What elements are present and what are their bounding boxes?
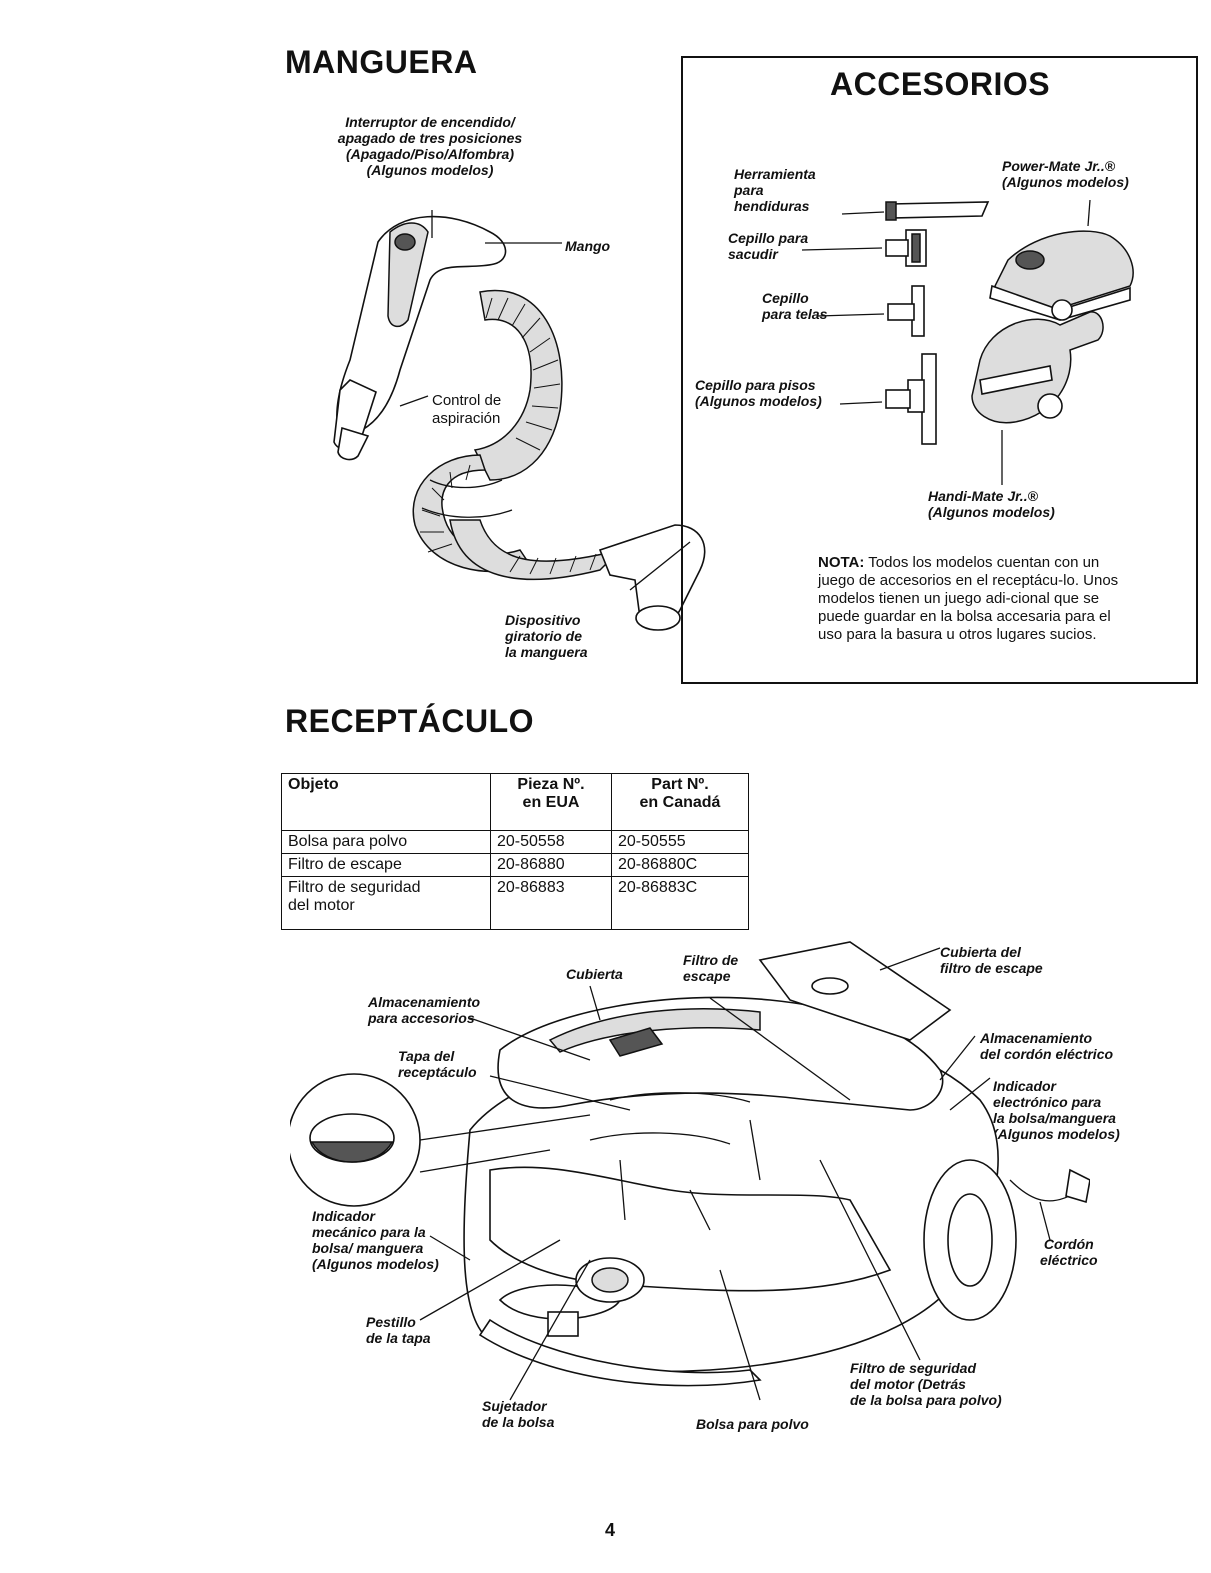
suction-control-label: Control de aspiración (432, 392, 502, 427)
handle-label: Mango (565, 238, 611, 254)
upholstery-brush-label: Cepillo para telas (762, 290, 828, 322)
table-cell: 20-86880C (611, 853, 749, 877)
filtro-motor-label: Filtro de seguridad del motor (Detrás de… (850, 1360, 1002, 1408)
handimate-label: Handi-Mate Jr..® (Algunos modelos) (928, 488, 1055, 520)
receptaculo-title: RECEPTÁCULO (285, 703, 535, 739)
manguera-title: MANGUERA (285, 44, 478, 80)
sujetador-label: Sujetador de la bolsa (482, 1398, 555, 1430)
table-cell: 20-86880 (490, 853, 612, 877)
nota-body: Todos los modelos cuentan con un juego d… (818, 554, 1119, 643)
header-objeto: Objeto (281, 773, 491, 831)
accesorios-title: ACCESORIOS (830, 66, 1051, 102)
indicador-mecanico-label: Indicador mecánico para la bolsa/ mangue… (312, 1208, 439, 1272)
tapa-label: Tapa del receptáculo (398, 1048, 477, 1080)
table-cell: Bolsa para polvo (281, 830, 491, 854)
table-cell: Filtro de escape (281, 853, 491, 877)
almac-accesorios-label: Almacenamiento para accesorios (368, 994, 481, 1026)
table-cell: 20-50558 (490, 830, 612, 854)
header-part-canada: Part Nº. en Canadá (611, 773, 749, 831)
table-row: Bolsa para polvo 20-50558 20-50555 (281, 830, 749, 854)
crevice-tool-label: Herramienta para hendiduras (734, 166, 816, 214)
dusting-brush-label: Cepillo para sacudir (728, 230, 809, 262)
page-number: 4 (604, 1520, 615, 1540)
table-cell: 20-86883 (490, 876, 612, 930)
cubierta-label: Cubierta (566, 966, 623, 982)
header-pieza-eua: Pieza Nº. en EUA (490, 773, 612, 831)
parts-table: Objeto Pieza Nº. en EUA Part Nº. en Cana… (281, 773, 749, 930)
parts-table-header: Objeto Pieza Nº. en EUA Part Nº. en Cana… (281, 773, 749, 831)
table-cell: 20-86883C (611, 876, 749, 930)
switch-label: Interruptor de encendido/ apagado de tre… (337, 114, 523, 178)
swivel-label: Dispositivo giratorio de la manguera (505, 612, 588, 660)
nota-prefix: NOTA: (818, 554, 865, 571)
nota-text: NOTA: Todos los modelos cuentan con un j… (818, 536, 1136, 644)
cubierta-filtro-label: Cubierta del filtro de escape (940, 944, 1043, 976)
floor-brush-label: Cepillo para pisos (Algunos modelos) (695, 377, 822, 409)
bolsa-label: Bolsa para polvo (696, 1416, 809, 1432)
accesorios-panel (681, 56, 1198, 684)
hose-illustration (333, 210, 706, 631)
table-row: Filtro de escape 20-86880 20-86880C (281, 853, 749, 877)
table-cell: Filtro de seguridad del motor (281, 876, 491, 930)
powermate-label: Power-Mate Jr..® (Algunos modelos) (1002, 158, 1129, 190)
accessories-illustration (801, 199, 1134, 485)
table-row: Filtro de seguridad del motor 20-86883 2… (281, 876, 749, 930)
almac-cordon-label: Almacenamiento del cordón eléctrico (980, 1030, 1114, 1062)
table-cell: 20-50555 (611, 830, 749, 854)
indicador-electronico-label: Indicador electrónico para la bolsa/mang… (993, 1078, 1120, 1142)
filtro-escape-label: Filtro de escape (683, 952, 739, 984)
canister-illustration (290, 941, 1090, 1401)
cordon-label: Cordón eléctrico (1040, 1236, 1098, 1268)
pestillo-label: Pestillo de la tapa (366, 1314, 431, 1346)
parts-table-wrapper: Objeto Pieza Nº. en EUA Part Nº. en Cana… (281, 773, 749, 930)
